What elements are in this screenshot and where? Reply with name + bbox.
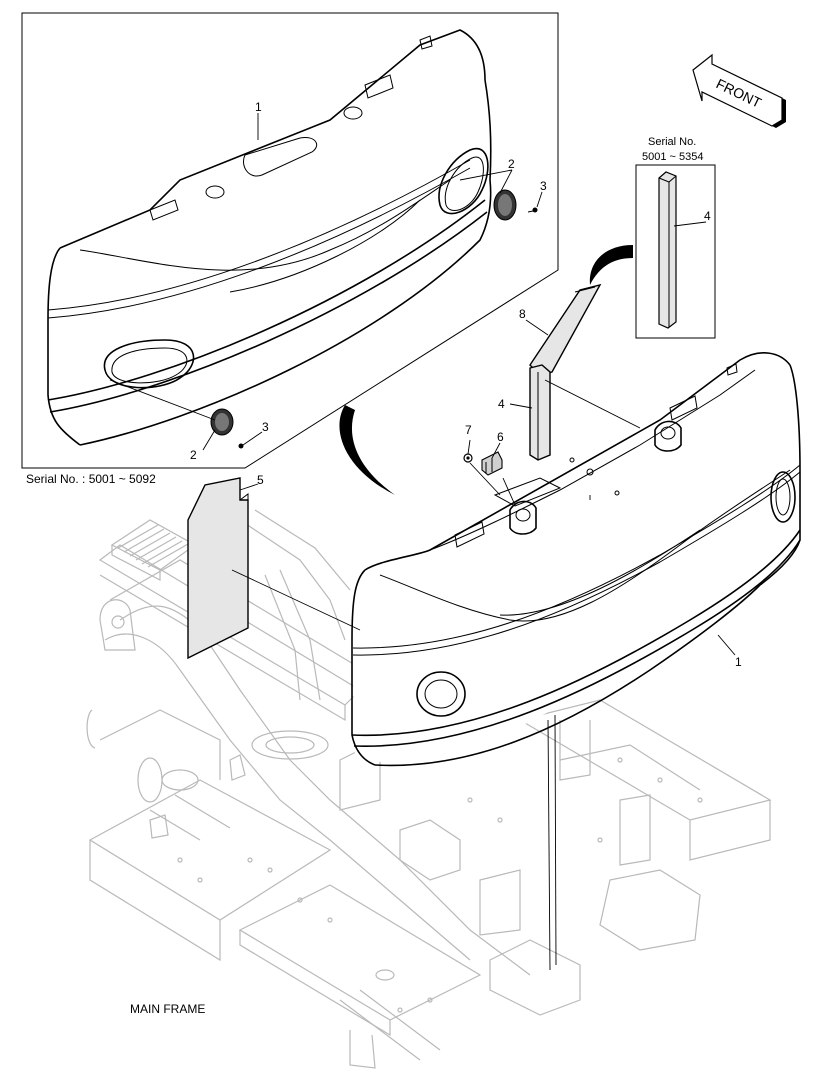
main-callout-5: 5 [257,473,264,487]
main-frame-label: MAIN FRAME [130,1002,205,1016]
front-arrow-icon: FRONT [692,53,786,128]
inset-callout-1: 1 [255,100,262,114]
inset-callout-3-right: 3 [540,179,547,193]
main-callout-8: 8 [519,307,526,321]
inset-lamp-right [493,189,517,221]
inset-serial-label: Serial No. : 5001 ~ 5092 [26,472,156,486]
serial-right-line2: 5001 ~ 5354 [642,151,703,163]
part-5-plate [187,477,249,660]
serial-pointer-arrow [589,245,633,285]
inset-pointer-arrow [339,405,395,495]
inset-callout-2-right: 2 [508,157,515,171]
inset-box [21,12,559,469]
inset-counterweight [47,29,492,446]
main-frame-drawing [86,509,772,1069]
main-callout-6: 6 [497,430,504,444]
inset-screw-right [527,207,538,213]
inset-leaders [109,113,543,451]
part-7-bolt [463,453,473,463]
serial-box-right: Serial No. 5001 ~ 5354 4 [635,136,716,339]
inset-lamp-left [210,408,234,436]
inset-callout-3-left: 3 [262,420,269,434]
inset-callout-2-left: 2 [190,448,197,462]
right-callout-4: 4 [704,209,711,223]
serial-right-line1: Serial No. [648,136,696,148]
main-callout-7: 7 [465,423,472,437]
part-4-plate [529,364,551,461]
main-counterweight [351,352,801,767]
main-callout-1: 1 [735,655,742,669]
main-callout-4: 4 [498,397,505,411]
main-leaders [231,319,736,971]
inset-screw-left [238,443,244,449]
part-6-bracket [481,451,503,476]
